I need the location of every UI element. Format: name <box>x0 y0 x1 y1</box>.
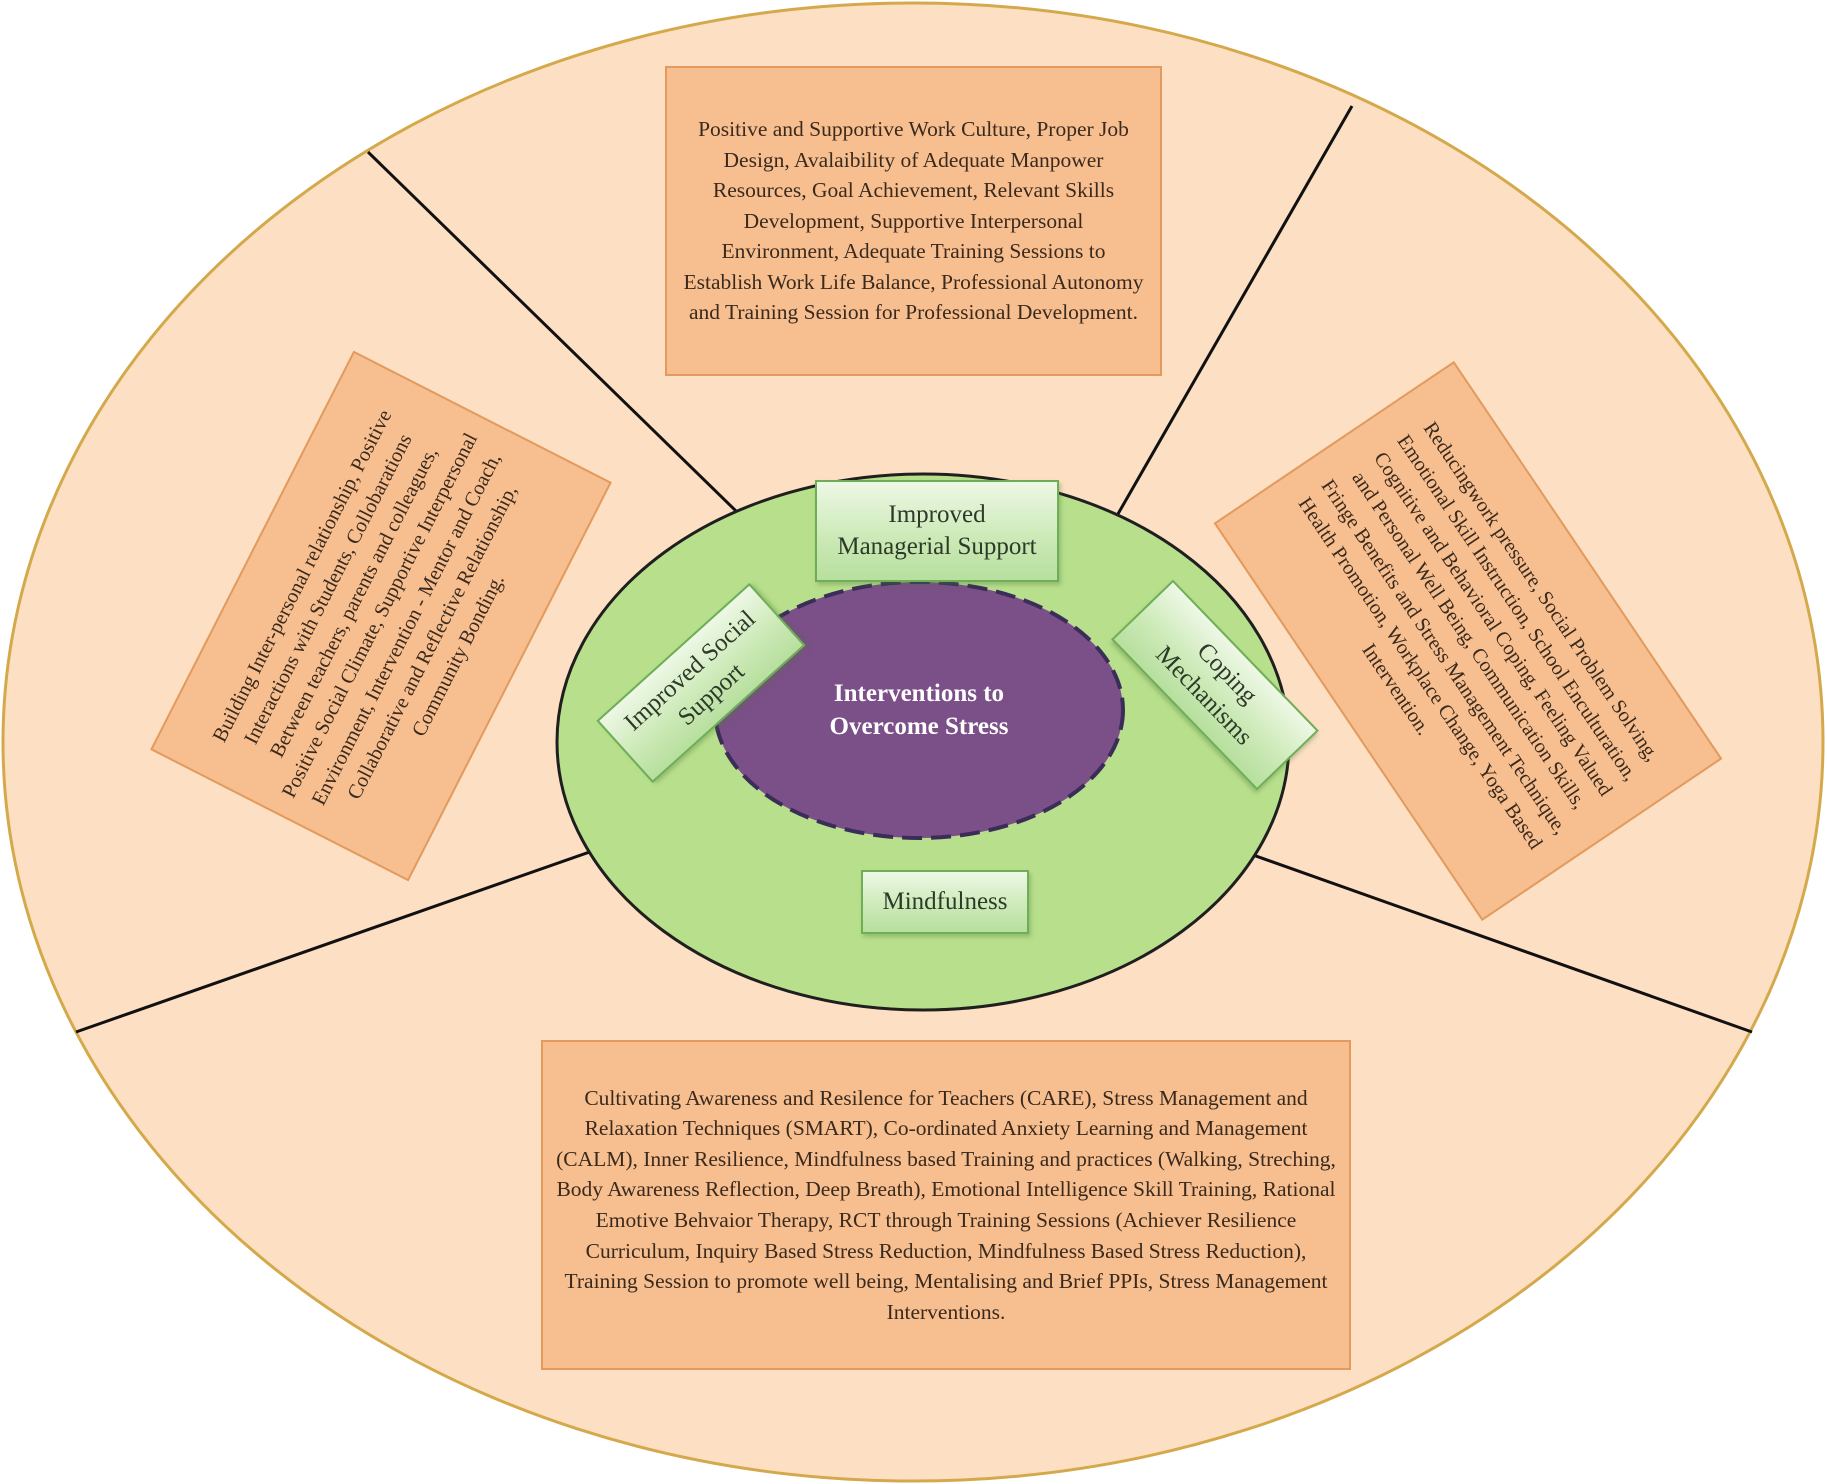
category-managerial-support: Improved Managerial Support <box>815 480 1059 582</box>
center-label: Interventions to Overcome Stress <box>829 680 1009 740</box>
detail-box-managerial: Positive and Supportive Work Culture, Pr… <box>665 66 1162 376</box>
detail-box-mindfulness: Cultivating Awareness and Resilence for … <box>541 1040 1351 1370</box>
category-mindfulness: Mindfulness <box>861 870 1029 934</box>
